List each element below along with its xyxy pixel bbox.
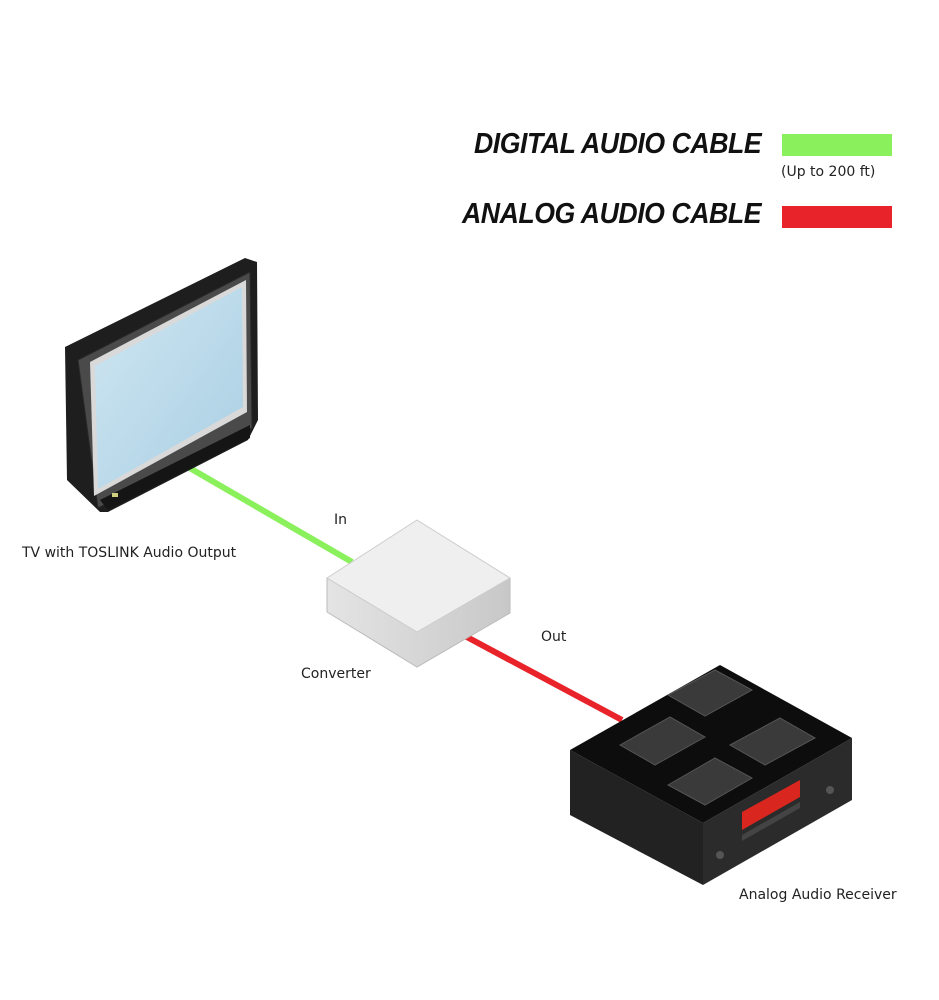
tv-icon [65,258,258,512]
legend-digital-swatch [782,134,892,156]
legend-analog-swatch [782,206,892,228]
receiver-label: Analog Audio Receiver [739,887,897,903]
analog-cable [463,633,624,723]
legend-analog-label: ANALOG AUDIO CABLE [461,198,761,230]
converter-label: Converter [301,666,371,682]
legend-digital-label: DIGITAL AUDIO CABLE [473,128,762,160]
legend-digital-note: (Up to 200 ft) [781,164,876,180]
receiver-icon [570,665,852,885]
converter-icon [326,519,511,668]
converter-in-label: In [334,512,348,528]
tv-label: TV with TOSLINK Audio Output [22,545,237,561]
digital-cable [186,464,354,565]
converter-out-label: Out [541,629,567,645]
